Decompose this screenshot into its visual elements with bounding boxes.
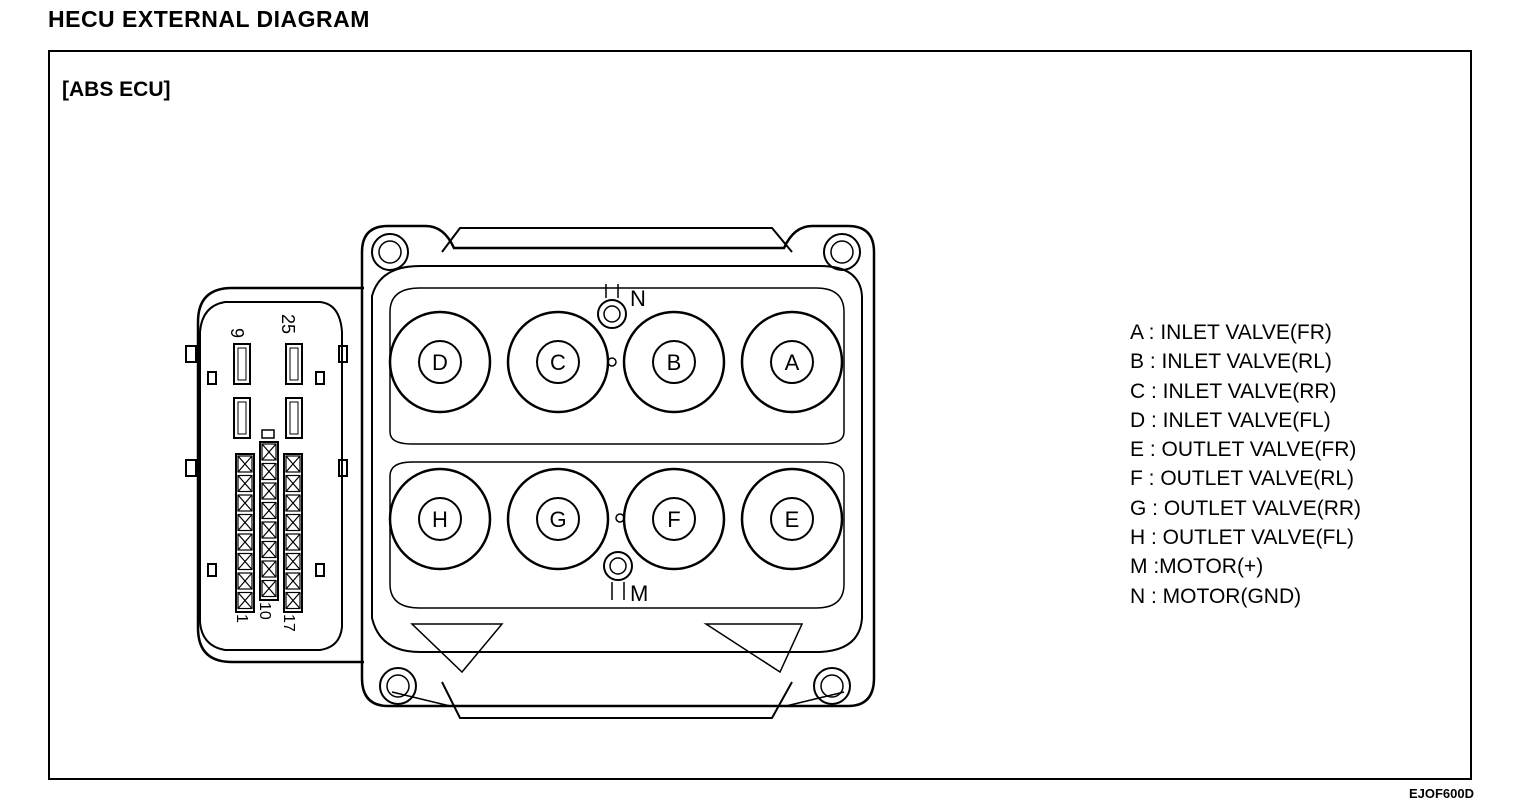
valve-label-a: A [785, 350, 800, 375]
connector-pin-25 [285, 343, 303, 385]
valve-label-e: E [785, 507, 800, 532]
diagram-frame: [ABS ECU] [48, 50, 1472, 780]
valve-label-f: F [667, 507, 680, 532]
hecu-drawing: D C B A H G F E N M 9 25 1 10 17 [185, 224, 876, 719]
bolt-label-n: N [630, 286, 646, 311]
valve-label-c: C [550, 350, 566, 375]
corner-bolt-top-left [371, 233, 409, 271]
valve-d: D [388, 310, 492, 414]
corner-bolt-bottom-right [813, 667, 851, 705]
valve-label-b: B [667, 350, 682, 375]
legend-item-h: H : OUTLET VALVE(FL) [1130, 526, 1355, 550]
connector-pin-column-left [235, 453, 255, 613]
legend-item-b: B : INLET VALVE(RL) [1130, 350, 1332, 374]
corner-bolt-top-right [823, 233, 861, 271]
legend-item-c: C : INLET VALVE(RR) [1130, 379, 1337, 403]
valve-label-g: G [549, 507, 566, 532]
valve-legend: A : INLET VALVE(FR) B : INLET VALVE(RL) … [1130, 318, 1361, 611]
valve-h: H [388, 467, 492, 571]
valve-e: E [740, 467, 844, 571]
legend-item-n: N : MOTOR(GND) [1130, 584, 1302, 608]
pin-label-1: 1 [233, 614, 250, 623]
legend-item-e: E : OUTLET VALVE(FR) [1130, 438, 1357, 462]
valve-g: G [506, 467, 610, 571]
connector-pin-9 [233, 343, 251, 385]
pin-label-25: 25 [278, 314, 298, 334]
hecu-inner-body [371, 265, 863, 653]
motor-bolt-m [603, 551, 633, 581]
corner-bolt-bottom-left [379, 667, 417, 705]
housing-bottom-lug [441, 681, 793, 719]
valve-f: F [622, 467, 726, 571]
pin-label-10: 10 [256, 602, 273, 620]
legend-item-g: G : OUTLET VALVE(RR) [1130, 496, 1362, 520]
connector-clip-right-2 [338, 459, 348, 477]
connector-clip-right-1 [338, 345, 348, 363]
valve-c: C [506, 310, 610, 414]
page-title: HECU EXTERNAL DIAGRAM [48, 6, 370, 32]
connector-pin-column-mid [259, 441, 279, 601]
reference-code: EJOF600D [1408, 786, 1474, 801]
connector-pin-power-3 [233, 397, 251, 439]
valve-label-h: H [432, 507, 448, 532]
connector-face [199, 301, 343, 651]
diagram-subtitle: [ABS ECU] [62, 78, 171, 101]
pin-label-9: 9 [227, 328, 247, 338]
hecu-outer-housing [360, 224, 876, 708]
connector-pin-column-right [283, 453, 303, 613]
legend-item-m: M :MOTOR(+) [1130, 555, 1264, 579]
motor-bolt-n [597, 299, 627, 329]
connector-clip-left-2 [185, 459, 197, 477]
connector-shell [196, 286, 364, 664]
bolt-label-m: M [630, 581, 648, 606]
connector-pin-power-4 [285, 397, 303, 439]
valve-bank-top [389, 287, 845, 445]
valve-b: B [622, 310, 726, 414]
pin-label-17: 17 [280, 614, 297, 632]
valve-a: A [740, 310, 844, 414]
connector-clip-left-1 [185, 345, 197, 363]
valve-label-d: D [432, 350, 448, 375]
legend-item-f: F : OUTLET VALVE(RL) [1130, 467, 1355, 491]
valve-bank-bottom [389, 461, 845, 609]
legend-item-a: A : INLET VALVE(FR) [1130, 321, 1332, 344]
legend-item-d: D : INLET VALVE(FL) [1130, 408, 1331, 432]
